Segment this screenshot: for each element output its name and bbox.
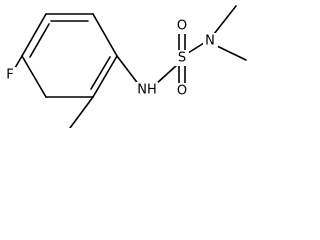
bond-ring-nh — [116, 55, 140, 86]
ring-bond-top-left — [21, 13, 47, 57]
atom-nh: NH — [136, 82, 158, 98]
ring-bond-bottom-left — [21, 55, 47, 98]
molecule-drawing: F NH S O O N — [3, 5, 247, 128]
structure-diagram: F NH S O O N — [0, 0, 254, 128]
atom-label-oxygen-bottom: O — [177, 84, 187, 99]
ring-bond-top-right — [92, 13, 118, 57]
ring-bond-bottom-right — [92, 55, 118, 98]
atom-oxygen-bottom: O — [175, 83, 189, 99]
bond-nitrogen-methyl-right — [216, 45, 247, 61]
bond-nh-sulfur — [155, 64, 178, 85]
atom-nitrogen: N — [203, 33, 218, 49]
bond-nitrogen-methyl-up — [213, 5, 237, 35]
atom-sulfur: S — [175, 50, 189, 66]
atom-label-oxygen-top: O — [177, 19, 187, 34]
atom-label-nitrogen: N — [205, 34, 215, 49]
ring-double-right — [90, 56, 111, 90]
atom-label-nh: NH — [137, 83, 157, 98]
benzene-ring — [21, 13, 118, 98]
atom-fluorine: F — [3, 67, 17, 83]
atom-oxygen-top: O — [175, 18, 189, 34]
atom-label-sulfur: S — [178, 51, 186, 66]
bond-sulfur-nitrogen — [187, 42, 205, 54]
ring-double-left — [29, 23, 50, 58]
bond-ring-methyl — [69, 96, 94, 128]
atom-label-fluorine: F — [6, 68, 13, 83]
